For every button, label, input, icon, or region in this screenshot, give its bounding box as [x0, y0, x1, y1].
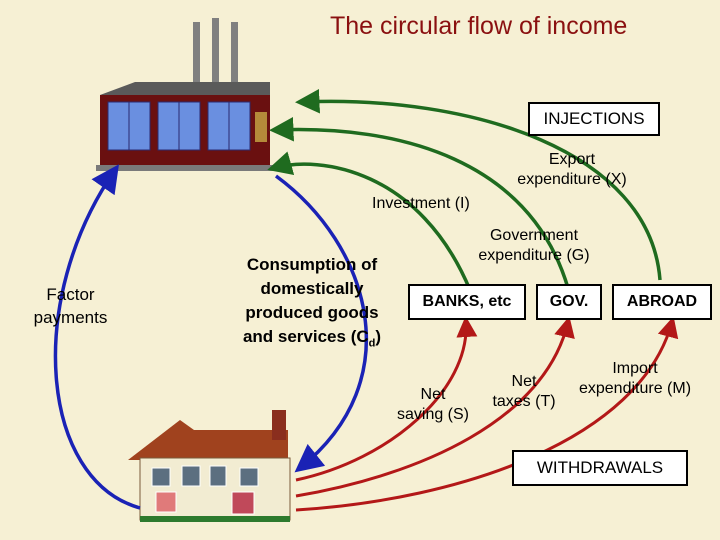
- withdrawals-box: WITHDRAWALS: [512, 450, 688, 486]
- factor-payments-label: Factor payments: [33, 285, 108, 327]
- export-label: Export expenditure (X): [517, 151, 627, 188]
- gov-box: GOV.: [536, 284, 602, 320]
- house-icon: [128, 410, 291, 522]
- page-title: The circular flow of income: [330, 12, 628, 40]
- banks-box: BANKS, etc: [408, 284, 526, 320]
- abroad-box: ABROAD: [612, 284, 712, 320]
- net-saving-label: Net saving (S): [396, 386, 470, 423]
- investment-label: Investment (I): [372, 195, 470, 212]
- factory-icon: [96, 18, 274, 171]
- consumption-label: Consumption of domestically produced goo…: [242, 255, 382, 350]
- injections-box: INJECTIONS: [528, 102, 660, 136]
- government-label: Government expenditure (G): [478, 227, 590, 264]
- import-label: Import expenditure (M): [578, 360, 692, 397]
- net-taxes-label: Net taxes (T): [492, 373, 556, 410]
